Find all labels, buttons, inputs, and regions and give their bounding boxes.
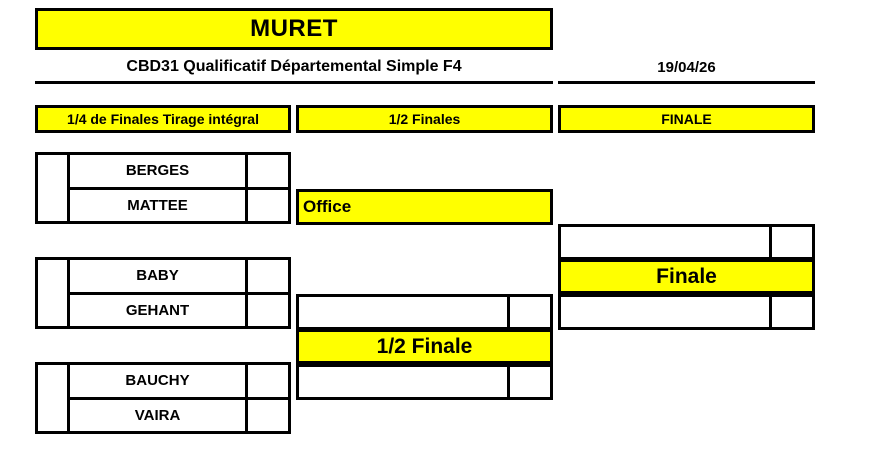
final-slot [558, 224, 815, 260]
player-name[interactable]: BABY [70, 260, 248, 292]
player-score[interactable] [248, 260, 288, 292]
player-row: GEHANT [70, 291, 288, 327]
final-label: Finale [656, 264, 717, 288]
player-row: BERGES [70, 155, 288, 187]
event-date: 19/04/26 [657, 58, 716, 76]
round-header-semi-finals-label: 1/2 Finales [388, 111, 461, 127]
semi-final-player-score[interactable] [510, 297, 550, 327]
player-row: MATTEE [70, 186, 288, 222]
venue-title-box: MURET [35, 8, 553, 50]
player-name[interactable]: BERGES [70, 155, 248, 187]
event-date-rule [558, 81, 815, 84]
round-header-final: FINALE [558, 105, 815, 133]
player-name[interactable]: BAUCHY [70, 365, 248, 397]
player-name[interactable]: VAIRA [70, 399, 248, 431]
player-row: BABY [70, 260, 288, 292]
player-score[interactable] [248, 365, 288, 397]
seed-cell[interactable] [38, 155, 70, 221]
semi-final-player-name[interactable]: Office [303, 197, 352, 216]
semi-final-player-name[interactable] [299, 297, 510, 327]
round-header-final-label: FINALE [661, 111, 712, 127]
player-score[interactable] [248, 400, 288, 432]
final-label-box: Finale [558, 259, 815, 294]
seed-cell[interactable] [38, 260, 70, 326]
quarter-final-match: BAUCHY VAIRA [35, 362, 291, 434]
quarter-final-match: BERGES MATTEE [35, 152, 291, 224]
final-player-name[interactable] [561, 227, 772, 257]
player-score[interactable] [248, 155, 288, 187]
round-header-quarter-finals-label: 1/4 de Finales Tirage intégral [67, 111, 259, 127]
round-header-semi-finals: 1/2 Finales [296, 105, 553, 133]
player-score[interactable] [248, 190, 288, 222]
player-name[interactable]: MATTEE [70, 189, 248, 221]
final-slot [558, 294, 815, 330]
semi-final-slot [296, 294, 553, 330]
player-row: BAUCHY [70, 365, 288, 397]
semi-final-label: 1/2 Finale [376, 334, 473, 358]
semi-final-slot: Office [296, 189, 553, 225]
player-name[interactable]: GEHANT [70, 294, 248, 326]
semi-final-label-box: 1/2 Finale [296, 329, 553, 364]
semi-final-player-score[interactable] [510, 367, 550, 397]
semi-final-slot [296, 364, 553, 400]
final-player-name[interactable] [561, 297, 772, 327]
quarter-final-match: BABY GEHANT [35, 257, 291, 329]
event-subtitle: CBD31 Qualificatif Départemental Simple … [126, 58, 462, 75]
round-header-quarter-finals: 1/4 de Finales Tirage intégral [35, 105, 291, 133]
final-player-score[interactable] [772, 227, 812, 257]
player-score[interactable] [248, 295, 288, 327]
final-player-score[interactable] [772, 297, 812, 327]
player-row: VAIRA [70, 396, 288, 432]
semi-final-player-name[interactable] [299, 367, 510, 397]
seed-cell[interactable] [38, 365, 70, 431]
venue-title: MURET [250, 15, 338, 42]
event-subtitle-rule [35, 81, 553, 84]
